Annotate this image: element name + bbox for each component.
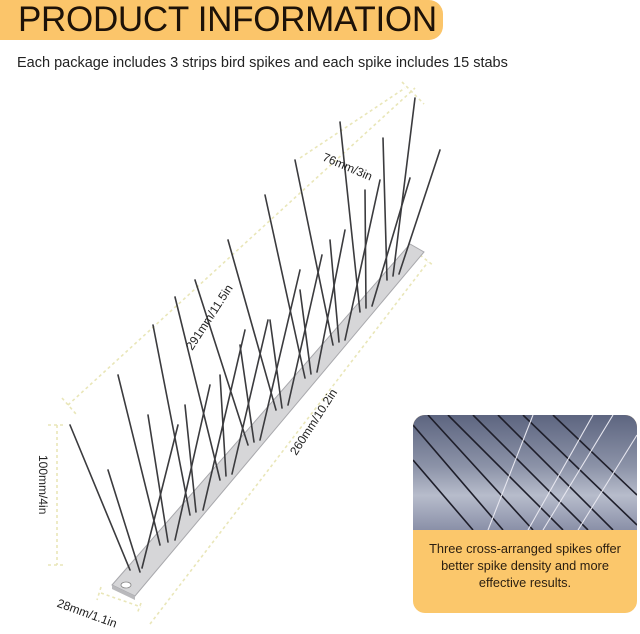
- mounting-hole: [120, 581, 132, 589]
- feature-description: Three cross-arranged spikes offer better…: [429, 541, 621, 590]
- page-title: PRODUCT INFORMATION: [18, 0, 437, 39]
- spikes: [69, 97, 441, 573]
- feature-card: Three cross-arranged spikes offer better…: [413, 415, 637, 613]
- height-label: 100mm/4in: [36, 455, 50, 515]
- package-description: Each package includes 3 strips bird spik…: [17, 55, 508, 71]
- spike-closeup-lines: [413, 415, 637, 531]
- spike-closeup-image: [413, 415, 637, 531]
- title-banner: [0, 0, 443, 40]
- dimension-lines: [48, 81, 435, 625]
